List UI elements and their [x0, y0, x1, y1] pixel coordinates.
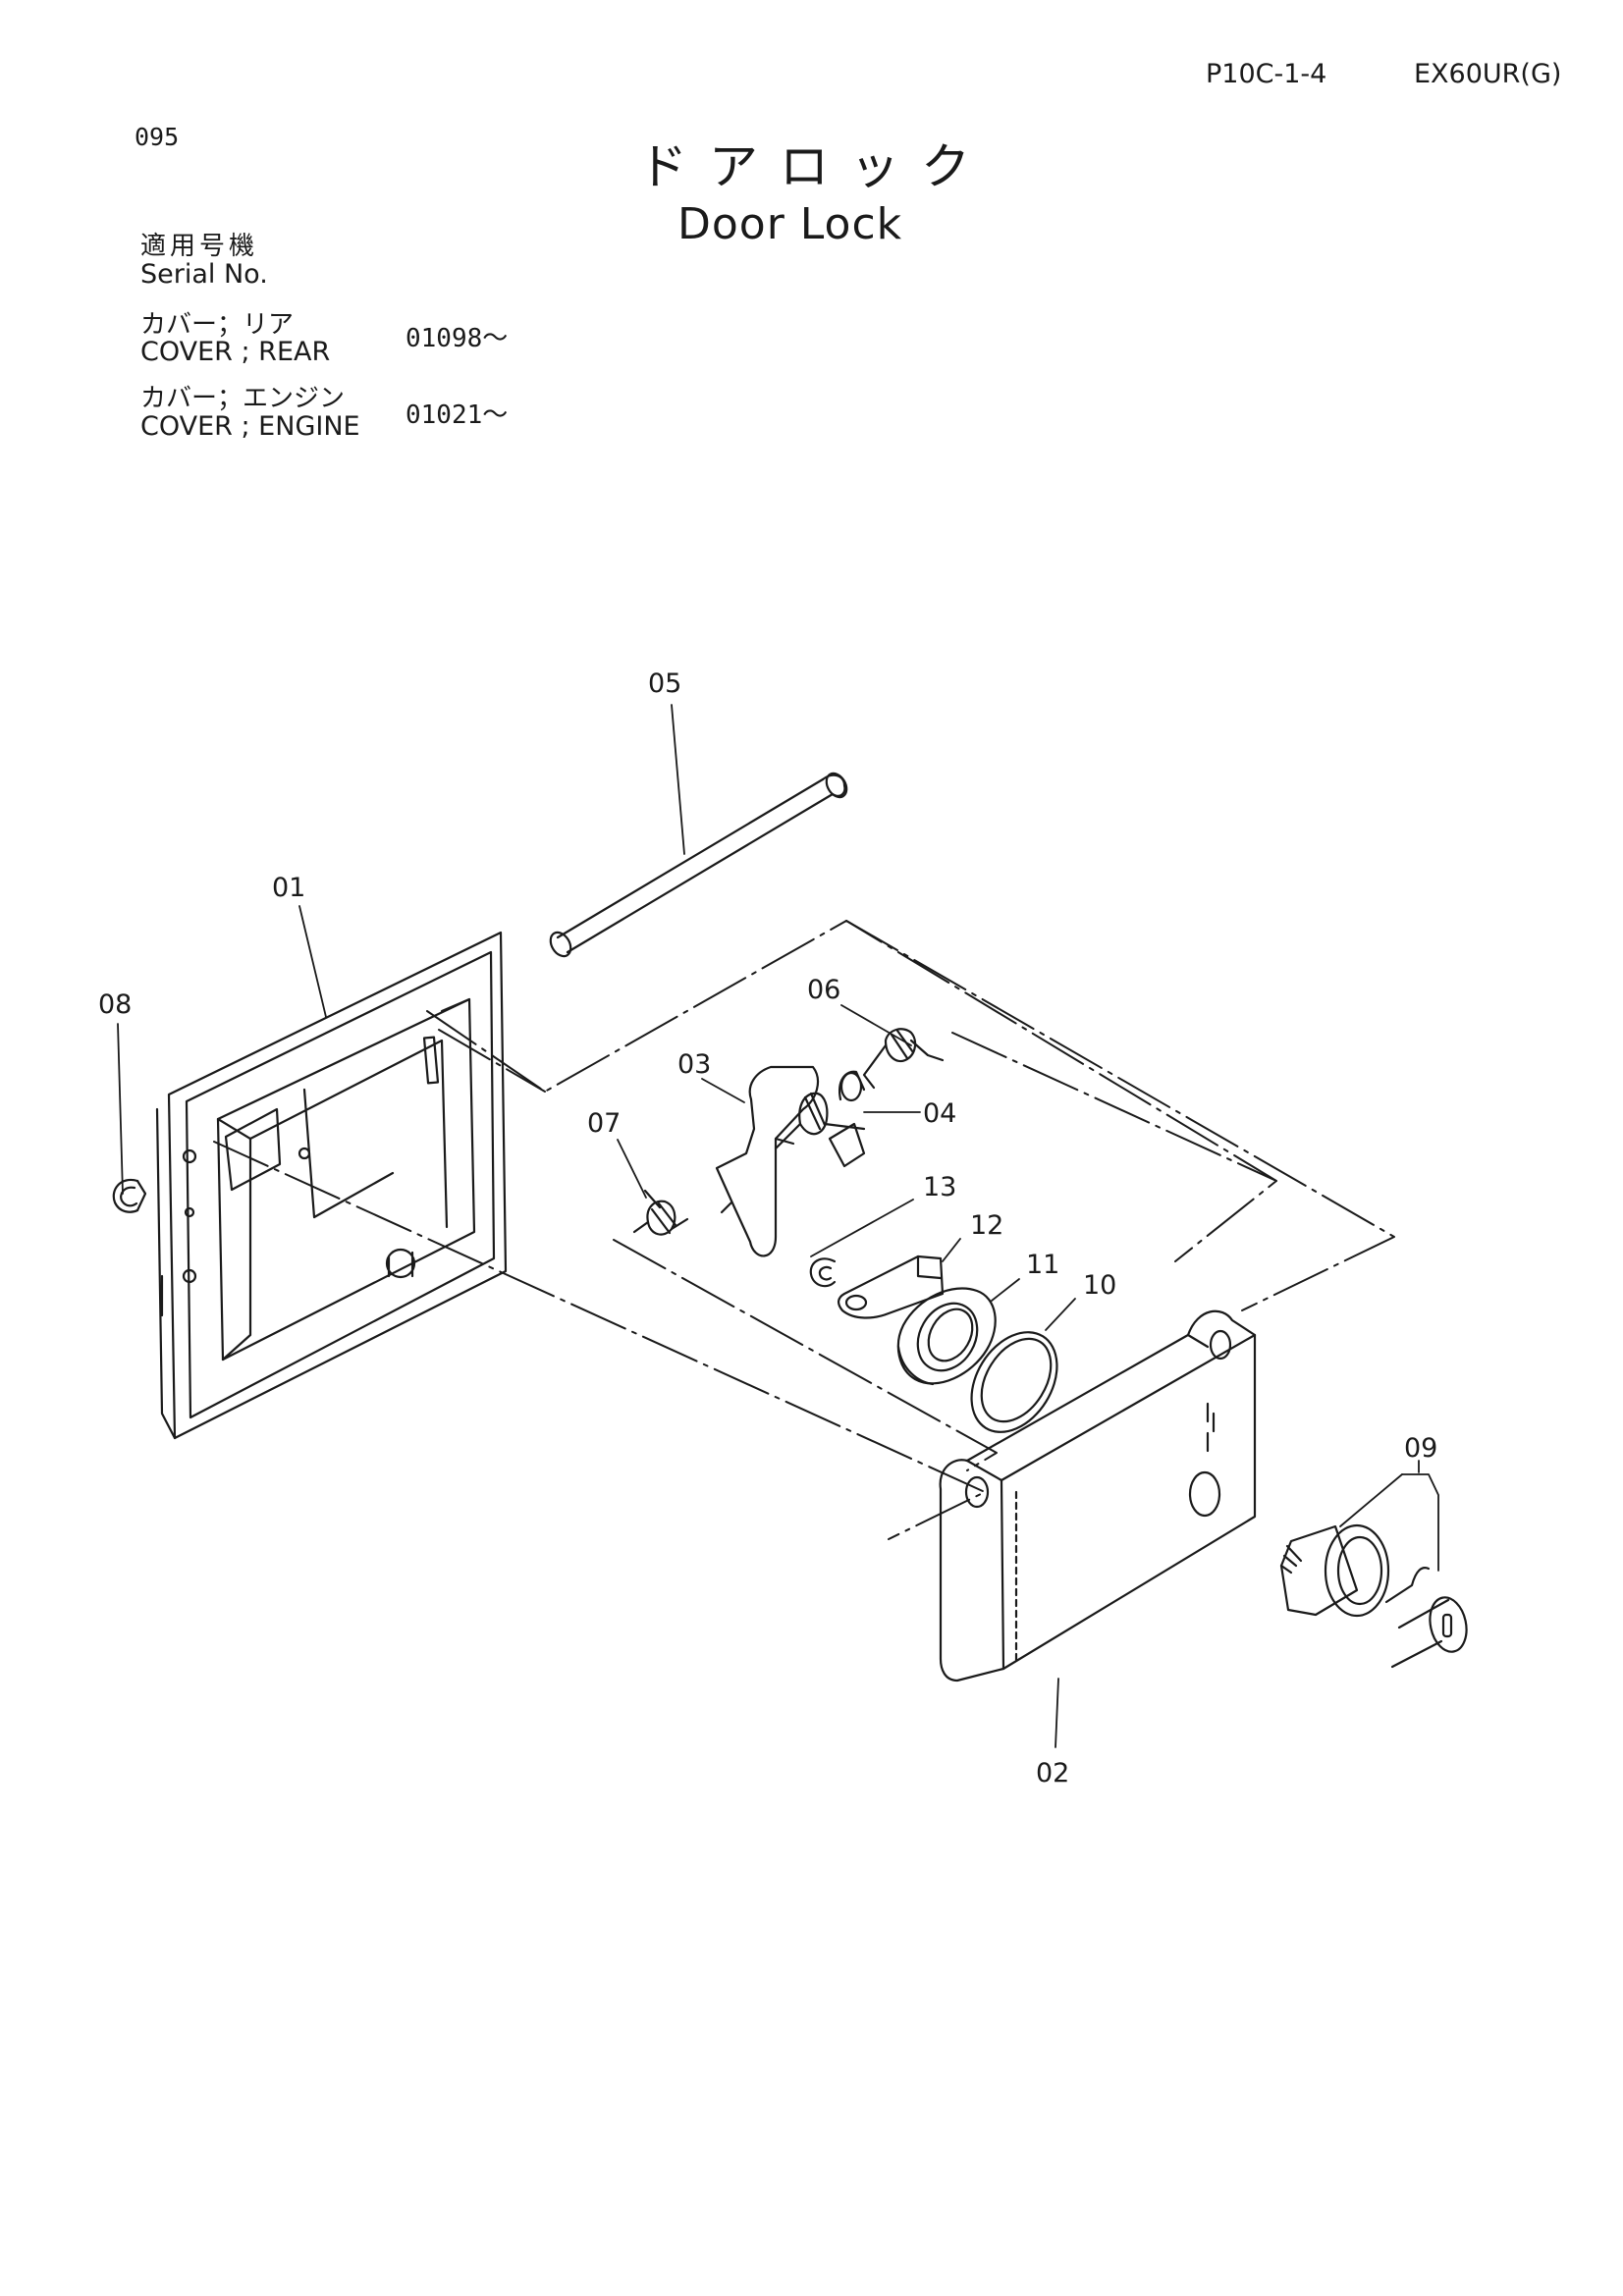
callout-07: 07	[587, 1108, 621, 1139]
part-13-snap-ring	[809, 1257, 837, 1288]
part-07-spring	[632, 1189, 689, 1236]
callout-06: 06	[807, 975, 840, 1005]
title-japanese: ドアロック	[638, 138, 992, 195]
cover-engine-english: COVER ; ENGINE	[140, 411, 360, 442]
model-name: EX60UR(G)	[1414, 59, 1562, 89]
callout-04: 04	[923, 1098, 956, 1129]
part-12-plate	[838, 1255, 945, 1319]
part-11-nut	[896, 1287, 997, 1386]
serial-label-japanese: 適用号機	[140, 232, 259, 261]
callout-03: 03	[677, 1049, 711, 1080]
assembly-lines	[213, 920, 1395, 1540]
part-10-o-ring	[970, 1331, 1058, 1433]
callout-05: 05	[648, 668, 681, 699]
part-09-cylinder	[1279, 1523, 1468, 1669]
callout-11: 11	[1026, 1250, 1059, 1280]
callout-12: 12	[970, 1210, 1003, 1241]
part-04-spring	[774, 1070, 866, 1168]
callout-labels: 05 01 08 03 06 04 07 13 12 11 10 09 02	[98, 668, 1437, 1789]
callout-09: 09	[1404, 1433, 1437, 1464]
callout-02: 02	[1036, 1758, 1069, 1789]
cover-rear-english: COVER ; REAR	[140, 337, 331, 367]
callout-10: 10	[1083, 1270, 1116, 1301]
callout-08: 08	[98, 989, 132, 1020]
part-08-clip	[112, 1178, 147, 1213]
cover-engine-serial: 01021～	[406, 400, 509, 430]
cover-rear-japanese: カバー；リア	[140, 310, 295, 340]
page-id: P10C-1-4	[1206, 59, 1327, 89]
part-02-housing	[939, 1309, 1257, 1682]
cover-engine-japanese: カバー；エンジン	[140, 384, 346, 413]
cover-rear-serial: 01098～	[406, 324, 509, 353]
leader-lines	[117, 704, 1439, 1748]
part-01-handle-frame	[155, 931, 508, 1440]
part-05-pin	[549, 772, 848, 958]
title-english: Door Lock	[677, 199, 903, 249]
callout-13: 13	[923, 1172, 956, 1202]
serial-label-english: Serial No.	[140, 259, 268, 290]
page-number: 095	[135, 123, 180, 151]
part-06-spring	[862, 1028, 945, 1090]
callout-01: 01	[272, 873, 305, 903]
